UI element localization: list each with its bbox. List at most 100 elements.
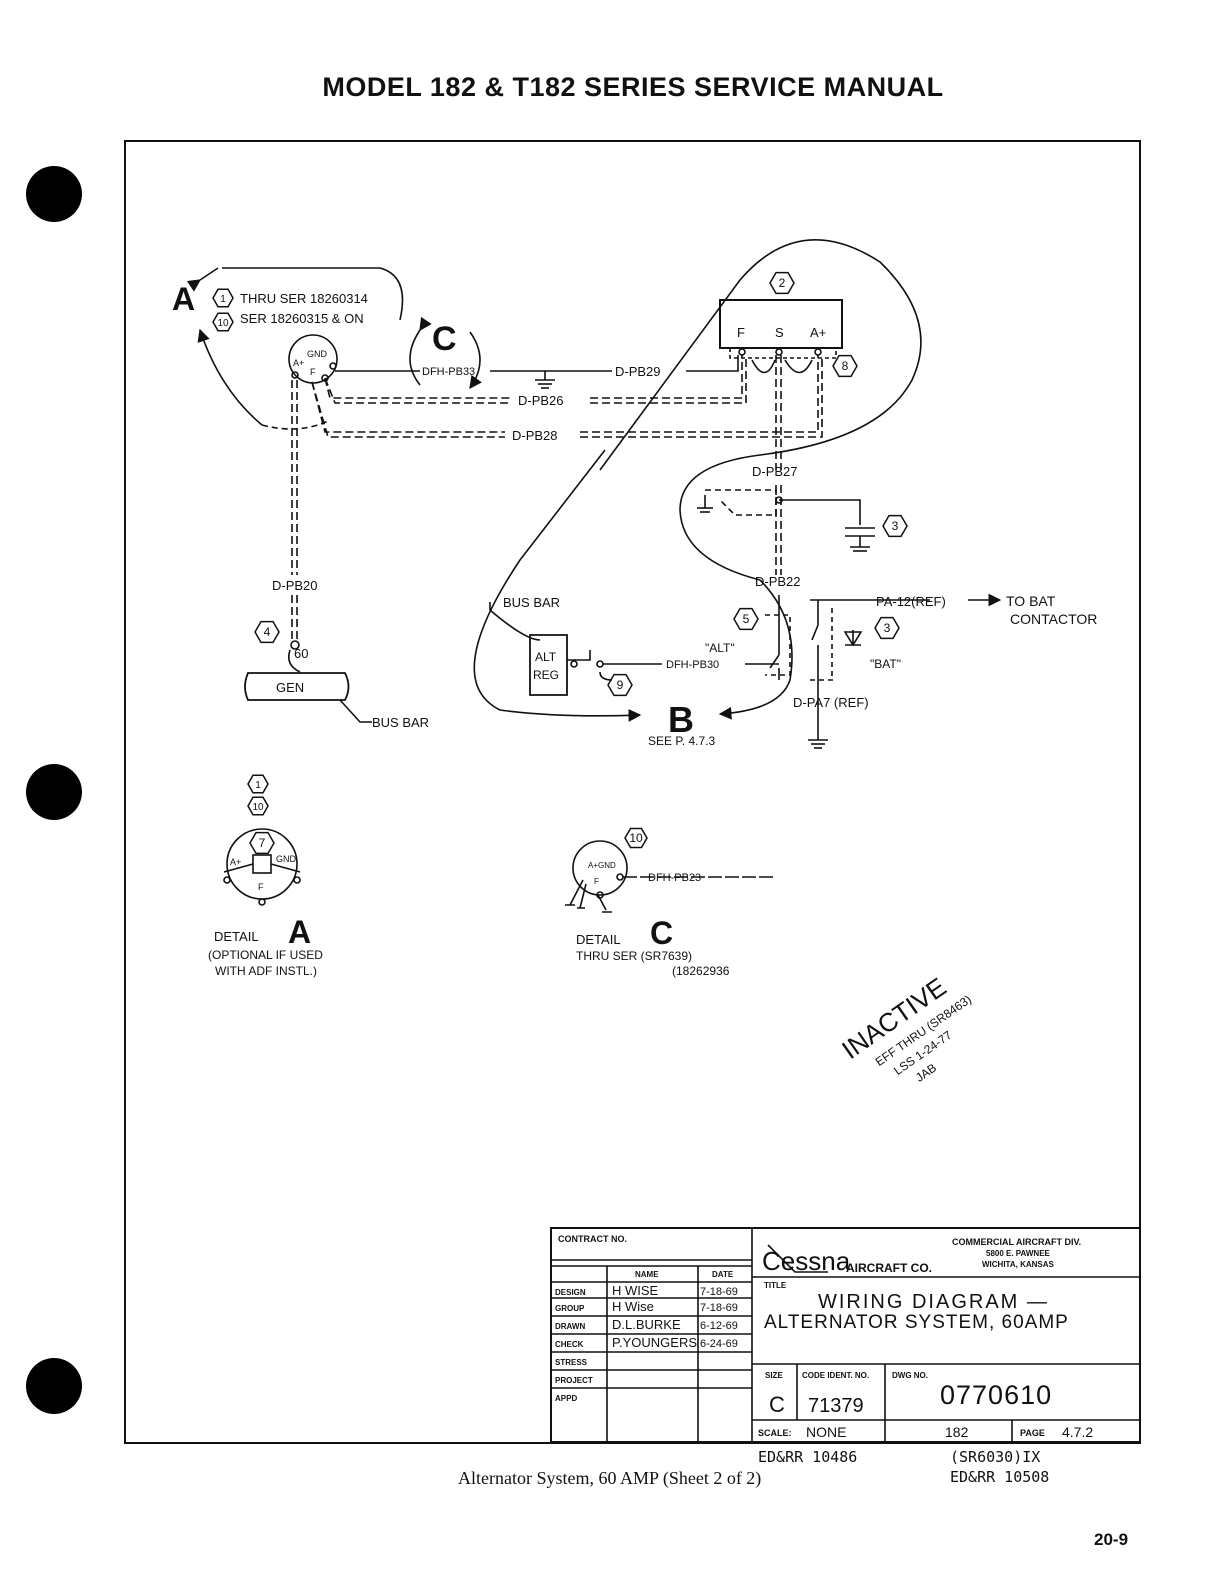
detail-c-title: DETAIL — [576, 932, 621, 947]
wire-d-pb20: D-PB20 — [272, 578, 318, 593]
wire-dfh-pb30: DFH-PB30 — [666, 659, 719, 671]
detail-c-alternator — [572, 840, 628, 896]
code-ident-value: 71379 — [808, 1395, 864, 1417]
detail-c-note2: (18262936 — [672, 964, 730, 978]
callout-number: 9 — [617, 678, 624, 692]
callout-number: 4 — [264, 625, 271, 639]
note-thru-ser: THRU SER 18260314 — [240, 291, 368, 306]
detail-a-leader — [222, 267, 404, 321]
title-block-role: DRAWN — [555, 1322, 585, 1331]
title-block-name: P.YOUNGERS — [612, 1335, 697, 1350]
edrr-right-bottom: ED&RR 10508 — [950, 1468, 1050, 1486]
detail-a-note1: (OPTIONAL IF USED — [208, 948, 323, 962]
label-60: 60 — [294, 646, 308, 661]
dwg-no-label: DWG NO. — [892, 1371, 928, 1380]
wire-d-pb28: D-PB28 — [512, 428, 558, 443]
title-block-role: DESIGN — [555, 1288, 586, 1297]
label-bat-switch: "BAT" — [870, 657, 901, 671]
page-value: 4.7.2 — [1062, 1424, 1093, 1440]
title-block-date: 7-18-69 — [700, 1286, 738, 1298]
detail-a-title: DETAIL — [214, 929, 259, 944]
callout-number: 3 — [892, 519, 899, 533]
title-block-name: D.L.BURKE — [612, 1317, 681, 1332]
callout-hex-10 — [624, 827, 648, 849]
detail-c-letter: C — [650, 915, 673, 951]
division-line-1: COMMERCIAL AIRCRAFT DIV. — [952, 1237, 1081, 1247]
division-line-2: 5800 E. PAWNEE — [986, 1249, 1051, 1258]
detail-letter-c: C — [432, 320, 457, 358]
regulator-terminal-s: S — [775, 325, 784, 340]
drawing-title-1: WIRING DIAGRAM — — [818, 1291, 1049, 1313]
regulator-terminal-f: F — [737, 325, 745, 340]
detail-a-gnd: GND — [276, 854, 297, 864]
note-ser-on: SER 18260315 & ON — [240, 311, 364, 326]
size-label: SIZE — [765, 1371, 783, 1380]
callout-hex-10 — [247, 796, 269, 816]
wire-dfh-pb23: DFH-PB23 — [648, 872, 701, 884]
callout-hex-1 — [247, 774, 269, 794]
wire-pa12: PA-12(REF) — [876, 594, 946, 609]
callout-number: 8 — [842, 359, 849, 373]
title-block — [550, 1227, 1141, 1443]
callout-hex-3 — [882, 514, 908, 538]
detail-letter-b: B — [668, 699, 694, 740]
detail-a-f: F — [258, 882, 264, 892]
size-value: C — [769, 1392, 785, 1417]
title-block-role: STRESS — [555, 1358, 588, 1367]
alt-reg-box — [529, 634, 568, 696]
title-block-role: PROJECT — [555, 1376, 593, 1385]
label-gnd: GND — [307, 349, 328, 359]
wire-d-pb26: D-PB26 — [518, 393, 564, 408]
callout-hex-7 — [249, 831, 275, 855]
scale-label: SCALE: — [758, 1428, 792, 1438]
punch-hole — [26, 166, 82, 222]
title-block-date: 7-18-69 — [700, 1302, 738, 1314]
page-label: PAGE — [1020, 1428, 1045, 1438]
wire-d-pb29: D-PB29 — [615, 364, 661, 379]
contract-label: CONTRACT NO. — [558, 1234, 627, 1244]
label-contactor: CONTACTOR — [1010, 611, 1097, 627]
punch-hole — [26, 1358, 82, 1414]
cessna-logo: Cessna — [762, 1246, 851, 1276]
wire-dfh-pb33: DFH-PB33 — [422, 366, 475, 378]
callout-number: 7 — [259, 836, 266, 850]
scale-value: NONE — [806, 1424, 846, 1440]
callout-hex-2 — [769, 271, 795, 295]
name-col-header: NAME — [635, 1270, 659, 1279]
title-label: TITLE — [764, 1281, 787, 1290]
date-col-header: DATE — [712, 1270, 734, 1279]
callout-number: 10 — [629, 831, 643, 845]
detail-a-letter: A — [288, 914, 311, 950]
title-block-role: APPD — [555, 1394, 577, 1403]
callout-hex-4 — [254, 620, 280, 644]
title-block-name: H WISE — [612, 1283, 659, 1298]
callout-number: 3 — [884, 621, 891, 635]
callout-hex-10 — [212, 312, 234, 332]
detail-c-gnd: GND — [598, 861, 616, 870]
wire-d-pb27: D-PB27 — [752, 464, 798, 479]
inactive-stamp: INACTIVE EFF THRU (SR8463) LSS 1-24-77 J… — [836, 972, 974, 1085]
model-value: 182 — [945, 1424, 969, 1440]
label-alt-reg-alt: ALT — [535, 650, 557, 664]
title-block-date: 6-12-69 — [700, 1320, 738, 1332]
edrr-left: ED&RR 10486 — [758, 1448, 858, 1466]
code-ident-label: CODE IDENT. NO. — [802, 1371, 869, 1380]
title-block-role: CHECK — [555, 1340, 584, 1349]
wire-d-pb22: D-PB22 — [755, 574, 801, 589]
figure-caption: Alternator System, 60 AMP (Sheet 2 of 2) — [458, 1468, 762, 1488]
label-alt-switch: "ALT" — [705, 641, 735, 655]
label-bus-bar-top: BUS BAR — [503, 595, 560, 610]
callout-number: 10 — [252, 802, 264, 813]
voltage-regulator-box — [719, 299, 843, 349]
callout-hex-8 — [832, 354, 858, 378]
callout-number: 2 — [779, 276, 786, 290]
callout-hex-1 — [212, 288, 234, 308]
division-line-3: WICHITA, KANSAS — [982, 1260, 1055, 1269]
punch-hole — [26, 764, 82, 820]
detail-c-note1: THRU SER (SR7639) — [576, 949, 692, 963]
callout-number: 1 — [220, 294, 226, 305]
label-alt-reg-reg: REG — [533, 668, 559, 682]
drawing-title-2: ALTERNATOR SYSTEM, 60AMP — [764, 1312, 1069, 1333]
label-see-page: SEE P. 4.7.3 — [648, 734, 715, 748]
detail-c-f: F — [594, 877, 599, 886]
